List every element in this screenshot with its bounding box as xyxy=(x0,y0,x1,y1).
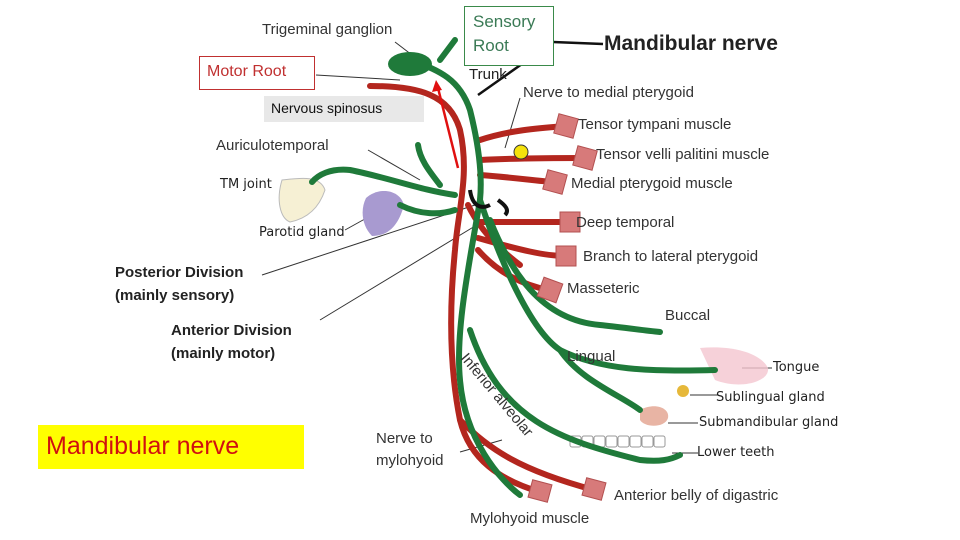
tm-joint-label: TM joint xyxy=(220,177,272,192)
motor-root-label: Motor Root xyxy=(207,63,287,80)
sublingual-gland-label: Sublingual gland xyxy=(716,390,825,405)
branch-lateral-pterygoid-label: Branch to lateral pterygoid xyxy=(583,248,759,265)
mandibular-nerve-title: Mandibular nerve xyxy=(604,32,778,55)
motor-root-box: Motor Root xyxy=(199,56,315,90)
muscle-blocks xyxy=(527,113,607,503)
division-hook xyxy=(468,189,509,217)
nervous-spinosus-box: Nervous spinosus xyxy=(264,96,424,122)
trigeminal-ganglion-shape xyxy=(388,52,432,76)
medial-pterygoid-muscle-label: Medial pterygoid muscle xyxy=(571,175,733,192)
sensory-root-label-1: Sensory xyxy=(473,12,536,31)
otic-ganglion-shape xyxy=(513,144,529,160)
posterior-division-label-2: (mainly sensory) xyxy=(115,287,235,304)
tensor-velli-label: Tensor velli palitini muscle xyxy=(596,146,770,163)
posterior-division-label-1: Posterior Division xyxy=(115,264,244,281)
nervous-spinosus-label: Nervous spinosus xyxy=(271,100,383,116)
tongue-label: Tongue xyxy=(773,360,820,375)
anterior-belly-label: Anterior belly of digastric xyxy=(614,487,779,504)
lingual-label: Lingual xyxy=(567,348,616,365)
trigeminal-ganglion-label: Trigeminal ganglion xyxy=(262,21,393,38)
sensory-nerve-green xyxy=(309,37,718,498)
nerve-medial-pterygoid-label: Nerve to medial pterygoid xyxy=(523,84,694,101)
mandibular-nerve-banner: Mandibular nerve xyxy=(38,425,304,469)
tongue-shape xyxy=(700,347,769,385)
submandibular-gland-label: Submandibular gland xyxy=(699,415,839,430)
buccal-label: Buccal xyxy=(665,307,711,324)
anterior-division-label-2: (mainly motor) xyxy=(171,345,276,362)
nerve-mylohyoid-label-1: Nerve to xyxy=(376,430,433,447)
anterior-division-label-1: Anterior Division xyxy=(171,322,292,339)
trunk-label: Trunk xyxy=(469,66,507,83)
tm-joint-shape xyxy=(278,177,326,223)
tensor-tympani-label: Tensor tympani muscle xyxy=(578,116,732,133)
parotid-gland-shape xyxy=(362,190,404,236)
sensory-root-label-2: Root xyxy=(473,36,509,55)
nerve-mylohyoid-label-2: mylohyoid xyxy=(376,452,444,469)
sublingual-gland-shape xyxy=(677,385,689,397)
masseteric-label: Masseteric xyxy=(567,280,640,297)
mandibular-nerve-banner-label: Mandibular nerve xyxy=(46,432,240,460)
mylohyoid-muscle-label: Mylohyoid muscle xyxy=(470,510,590,527)
arrow-head xyxy=(432,80,442,92)
nervous-spinosus-arrow xyxy=(436,87,460,169)
sensory-root-box: Sensory Root xyxy=(464,6,554,66)
submandibular-gland-shape xyxy=(640,406,669,426)
deep-temporal-label: Deep temporal xyxy=(576,214,675,231)
parotid-gland-label: Parotid gland xyxy=(259,225,345,240)
lower-teeth-label: Lower teeth xyxy=(697,445,775,460)
auriculotemporal-label: Auriculotemporal xyxy=(216,137,329,154)
